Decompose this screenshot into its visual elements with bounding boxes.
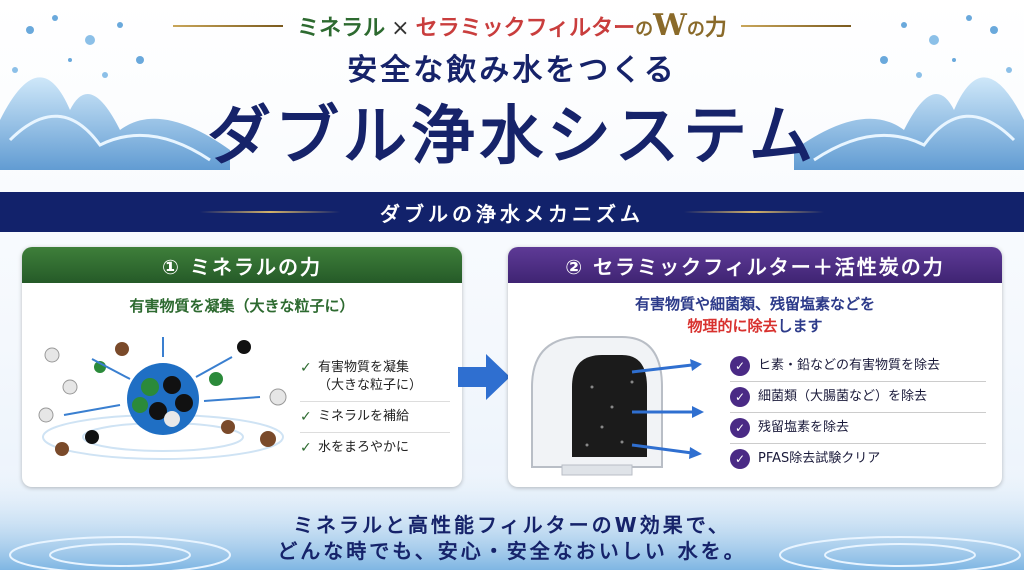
- list-item: ✓ ヒ素・鉛などの有害物質を除去: [730, 351, 986, 382]
- band-title: ダブルの浄水メカニズム: [380, 201, 644, 226]
- subtitle-rule-right: [740, 24, 851, 27]
- panel-ceramic-lead-red: 物理的に除去: [687, 317, 778, 335]
- water-splash-right: [794, 15, 1024, 170]
- ceramic-checklist: ✓ヒ素・鉛などの有害物質を除去 ✓細菌類（大腸菌など）を除去 ✓残留塩素を除去 …: [730, 351, 986, 474]
- footer-line1: ミネラルと高性能フィルターのW効果で、: [293, 513, 731, 537]
- subtitle-line: ミネラル×セラミックフィルターのWの力: [0, 8, 1024, 43]
- check-text: 有害物質を凝集: [318, 360, 410, 375]
- header: ミネラル×セラミックフィルターのWの力 安全な飲み水をつくる ダブル浄水システム: [0, 8, 1024, 177]
- check-text: PFAS除去試験クリア: [758, 451, 881, 466]
- arrow-right-icon: [458, 354, 510, 400]
- panel-ceramic: ② セラミックフィルター＋活性炭の力 有害物質や細菌類、残留塩素などを 物理的に…: [508, 247, 1002, 487]
- check-icon: ✓: [730, 418, 750, 438]
- panel-mineral-title: ① ミネラルの力: [22, 247, 462, 283]
- check-text-sub: （大きな粒子に）: [318, 378, 423, 393]
- mineral-ball-illustration: [38, 337, 287, 460]
- mineral-checklist: ✓ 有害物質を凝集 （大きな粒子に） ✓ ミネラルを補給 ✓ 水をまろやかに: [300, 353, 450, 463]
- subtitle-times: ×: [391, 16, 410, 41]
- panel-ceramic-title: ② セラミックフィルター＋活性炭の力: [508, 247, 1002, 283]
- check-text: ミネラルを補給: [318, 409, 410, 424]
- subtitle-rule-left: [173, 24, 284, 27]
- check-icon: ✓: [300, 440, 312, 456]
- headline-line1: 安全な飲み水をつくる: [347, 53, 677, 88]
- subtitle-no: の: [635, 19, 654, 40]
- subtitle: ミネラル×セラミックフィルターのWの力: [297, 8, 727, 43]
- panel-ceramic-lead: 有害物質や細菌類、残留塩素などを 物理的に除去します: [508, 293, 1002, 337]
- check-text: 細菌類（大腸菌など）を除去: [758, 389, 928, 404]
- check-icon: ✓: [300, 409, 312, 425]
- list-item: ✓ ミネラルを補給: [300, 402, 450, 433]
- check-text: ヒ素・鉛などの有害物質を除去: [758, 358, 941, 373]
- list-item: ✓ 残留塩素を除去: [730, 413, 986, 444]
- subtitle-w: W: [653, 8, 687, 43]
- panel-mineral-lead: 有害物質を凝集（大きな粒子に）: [129, 297, 355, 315]
- band-rule-right: [684, 211, 824, 213]
- subtitle-chikara: 力: [704, 16, 727, 41]
- panel-ceramic-lead-line1: 有害物質や細菌類、残留塩素などを: [634, 295, 875, 313]
- panel-ceramic-lead-tail: します: [777, 317, 823, 335]
- footer-line2: どんな時でも、安心・安全なおいしい 水を。: [277, 539, 747, 563]
- band-rule-left: [200, 211, 340, 213]
- headline-line2: ダブル浄水システム: [206, 99, 818, 174]
- list-item: ✓ 有害物質を凝集 （大きな粒子に）: [300, 353, 450, 402]
- check-icon: ✓: [730, 356, 750, 376]
- footer-message: ミネラルと高性能フィルターのW効果で、 どんな時でも、安心・安全なおいしい 水を…: [0, 512, 1024, 564]
- check-text: 残留塩素を除去: [758, 420, 850, 435]
- subtitle-mineral: ミネラル: [297, 16, 386, 41]
- list-item: ✓ PFAS除去試験クリア: [730, 444, 986, 474]
- mechanism-band: ダブルの浄水メカニズム: [0, 192, 1024, 232]
- water-splash-left: [0, 15, 230, 170]
- list-item: ✓ 細菌類（大腸菌など）を除去: [730, 382, 986, 413]
- check-icon: ✓: [730, 387, 750, 407]
- subtitle-ceramic: セラミックフィルター: [415, 16, 636, 41]
- panel-mineral: ① ミネラルの力 有害物質を凝集（大きな粒子に） ✓有害物質を凝集（大きな粒子に…: [22, 247, 462, 487]
- check-icon: ✓: [300, 360, 312, 376]
- check-text: 水をまろやかに: [318, 440, 410, 455]
- list-item: ✓ 水をまろやかに: [300, 433, 450, 463]
- subtitle-no-2: の: [686, 19, 705, 40]
- check-icon: ✓: [730, 449, 750, 469]
- filter-cartridge-illustration: [531, 336, 704, 476]
